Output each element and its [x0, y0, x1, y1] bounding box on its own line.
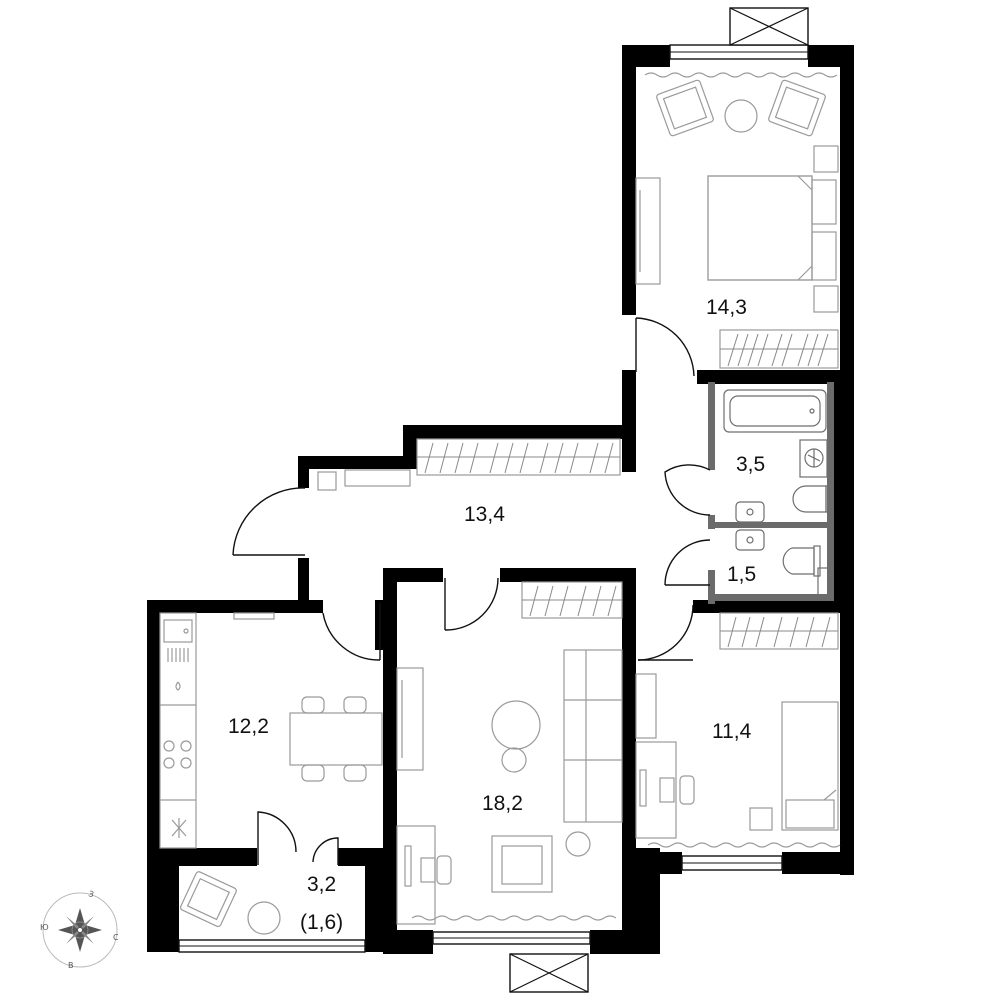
- wardrobe-hatching: [727, 333, 829, 367]
- kitchen-sink-drainer: [167, 648, 189, 662]
- snowflake-icon: [171, 818, 187, 838]
- compass-west: З: [87, 889, 94, 899]
- bedroom-2-area: 11,4: [712, 720, 752, 743]
- doors: [232, 317, 711, 865]
- ac-unit-icon-top: [729, 7, 809, 46]
- compass-east: В: [68, 961, 74, 970]
- bedroom-1-area: 14,3: [706, 296, 747, 319]
- walls: [147, 45, 854, 954]
- partition-walls: [708, 382, 834, 604]
- bathroom-area: 3,5: [736, 453, 765, 476]
- toilet-area: 1,5: [727, 563, 756, 586]
- armchair-icon: [656, 79, 714, 137]
- furniture: [159, 72, 841, 935]
- loggia-area: 3,2: [307, 873, 336, 896]
- kitchen-area: 12,2: [228, 715, 269, 738]
- compass-north: С: [113, 933, 119, 942]
- windows: [178, 7, 809, 993]
- area-labels: 14,3 13,4 3,5 1,5 12,2 18,2 11,4 3,2 (1,…: [228, 296, 765, 934]
- loggia-reduced-area: (1,6): [300, 911, 343, 934]
- compass-south: Ю: [40, 923, 49, 932]
- hallway-wardrobe-hatching: [424, 442, 614, 474]
- compass-rose-icon: З С В Ю: [40, 889, 119, 970]
- hallway-area: 13,4: [464, 503, 505, 526]
- loggia-armchair-icon: [179, 871, 237, 928]
- ac-unit-icon-bottom: [509, 953, 589, 993]
- armchair-icon: [768, 79, 826, 137]
- bedroom2-wardrobe-hatching: [727, 616, 831, 648]
- living-room-area: 18,2: [482, 792, 523, 815]
- living-wardrobe-hatching: [529, 585, 617, 617]
